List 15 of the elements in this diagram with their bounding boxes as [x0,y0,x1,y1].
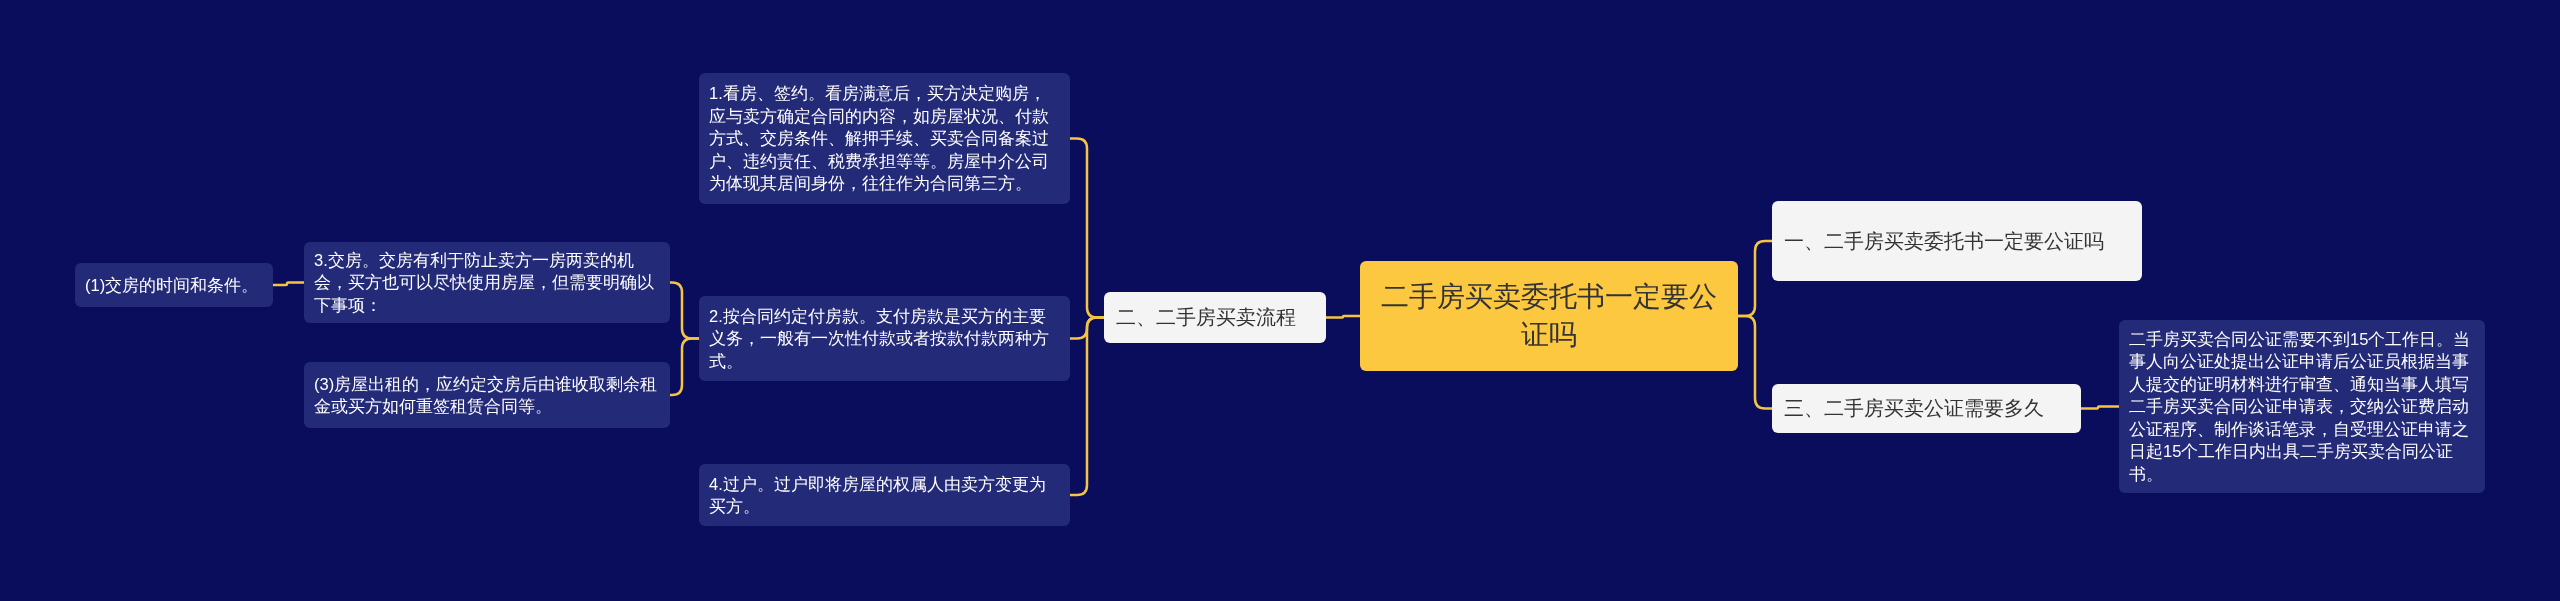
topic-box: 二、二手房买卖流程 [1104,292,1326,343]
connector-line [670,337,699,397]
connector-line [1326,314,1360,319]
note-box: 二手房买卖合同公证需要不到15个工作日。当事人向公证处提出公证申请后公证员根据当事人提交的证明材料进行审查、通知当事人填写二手房买卖合同公证申请表，交纳公证费启动公证程序、制作谈话笔录，自受理公证申请之日起15个工作日内出具二手房买卖合同公证书。 [2119,320,2485,493]
root-topic-box: 二手房买卖委托书一定要公证吗 [1360,261,1738,371]
note-box: 4.过户。过户即将房屋的权属人由卖方变更为买方。 [699,464,1070,526]
connector-line [273,281,304,287]
note-box: (1)交房的时间和条件。 [75,263,273,307]
note-box: 2.按合同约定付房款。支付房款是买方的主要义务，一般有一次性付款或者按款付款两种方式。 [699,296,1070,381]
connector-line [2081,405,2119,410]
note-box: 3.交房。交房有利于防止卖方一房两卖的机会，买方也可以尽快使用房屋，但需要明确以下事项： [304,242,670,323]
topic-box: 一、二手房买卖委托书一定要公证吗 [1772,201,2142,281]
note-box: (3)房屋出租的，应约定交房后由谁收取剩余租金或买方如何重签租赁合同等。 [304,362,670,428]
topic-box: 三、二手房买卖公证需要多久 [1772,384,2081,433]
note-box: 1.看房、签约。看房满意后，买方决定购房，应与卖方确定合同的内容，如房屋状况、付款方式、交房条件、解押手续、买卖合同备案过户、违约责任、税费承担等等。房屋中介公司为体现其居间身份，往往作为合同第三方。 [699,73,1070,204]
